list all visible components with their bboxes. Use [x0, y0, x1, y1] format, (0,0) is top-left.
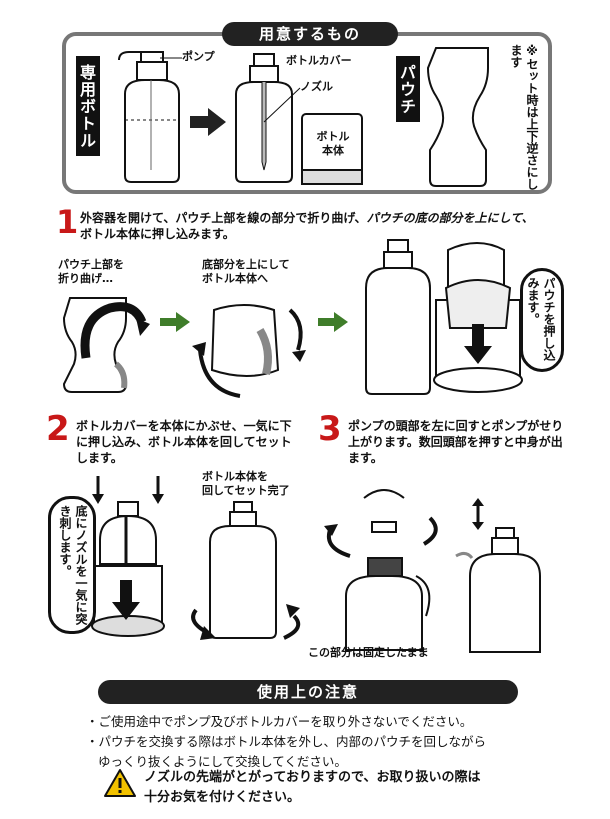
step2-callout: 底にノズルを一気に突き刺します。 [48, 496, 96, 634]
step1-text-c: ボトル本体に押し込みます。 [80, 227, 235, 241]
warning-text-a: ノズルの先端がとがっておりますので、お取り扱いの際は [144, 770, 481, 785]
arrow-right-icon [190, 108, 226, 136]
step1-sub1: パウチ上部を 折り曲げ… [58, 258, 124, 285]
step1-fold-illustration [62, 297, 150, 393]
warning-icon [104, 769, 136, 797]
bottle-label: 専用ボトル [76, 56, 100, 156]
bottle-cover-label: ボトルカバー [286, 54, 352, 67]
pouch-label: パウチ [396, 56, 420, 122]
step3-fixed-label: この部分は固定したまま [308, 646, 429, 659]
step3-text: ポンプの頭部を左に回すとポンプがせり上がります。数回頭部を押すと中身が出ます。 [348, 419, 564, 465]
step2-number: 2 [46, 409, 70, 449]
step1-sub2: 底部分を上にして ボトル本体へ [202, 258, 290, 285]
bottle-body-illustration [301, 113, 363, 185]
step1-push-illustration [433, 242, 523, 393]
prep-note: ※セット時は上下逆さにします [509, 44, 539, 190]
bottle-body-label: ボトル 本体 [316, 130, 350, 157]
nozzle-label: ノズル [300, 80, 333, 93]
dedicated-bottle-illustration [118, 51, 180, 183]
step1-text-a: 外容器を開けて、パウチ上部を線の部分で折り曲げ、 [80, 211, 367, 225]
step1-text-b: パウチの底の部分を上にして、 [366, 211, 534, 225]
step2-rotate-illustration [191, 501, 301, 640]
pouch-illustration [426, 47, 489, 187]
nozzle-leader-line [263, 87, 301, 123]
step1-sub3: パウチを押し込みます。 [520, 268, 564, 372]
step1-text: 外容器を開けて、パウチ上部を線の部分で折り曲げ、パウチの底の部分を上にして、 ボ… [80, 210, 550, 242]
step1-invert-illustration [192, 304, 306, 398]
warning-text: ノズルの先端がとがっておりますので、お取り扱いの際は 十分お気を付けください。 [144, 768, 544, 808]
caution-item-1: ・ご使用途中でポンプ及びボトルカバーを取り外さないでください。 [86, 714, 473, 729]
caution-item-2b: ゆっくり抜くようにして交換してください。 [98, 754, 347, 769]
caution-list: ・ご使用途中でポンプ及びボトルカバーを取り外さないでください。 ・パウチを交換す… [86, 712, 556, 772]
step2-press-illustration [91, 476, 165, 637]
step3-twist-illustration [324, 489, 438, 651]
prep-title: 用意するもの [222, 22, 398, 46]
pump-label: ポンプ [182, 50, 215, 63]
step1-number: 1 [56, 203, 79, 241]
step3-number: 3 [318, 409, 342, 449]
step3-press-illustration [455, 498, 541, 653]
pump-leader-line [160, 57, 182, 59]
step2-sub: ボトル本体を 回してセット完了 [202, 470, 290, 497]
step1-bottle-illustration [365, 239, 431, 395]
step2-text: ボトルカバーを本体にかぶせ、一気に下に押し込み、ボトル本体を回してセットします。 [76, 419, 292, 465]
caution-title: 使用上の注意 [98, 680, 518, 704]
warning-text-b: 十分お気を付けください。 [144, 790, 301, 805]
step1-green-arrow-1 [160, 312, 190, 332]
caution-item-2a: ・パウチを交換する際はボトル本体を外し、内部のパウチを回しながら [86, 734, 487, 749]
step1-green-arrow-2 [318, 312, 348, 332]
bottle-cover-illustration [235, 53, 293, 183]
